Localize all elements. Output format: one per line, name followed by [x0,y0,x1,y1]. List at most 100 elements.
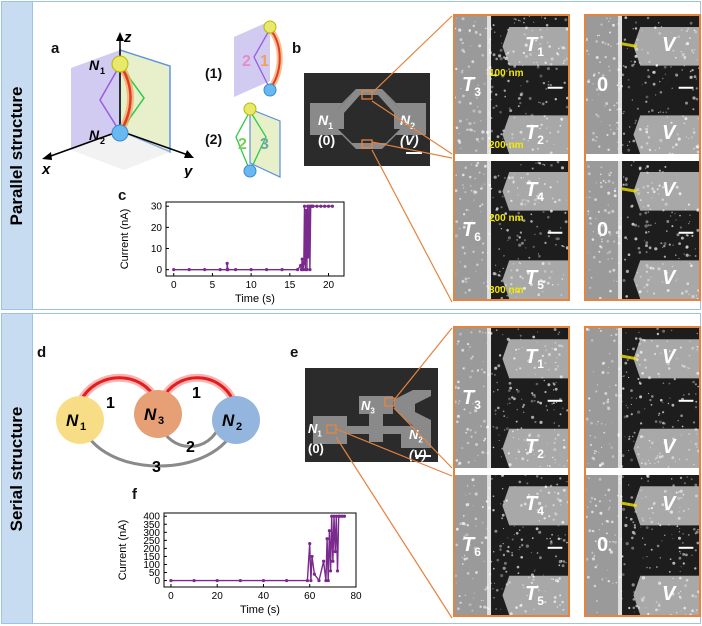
upper-v-label: V [662,33,676,56]
arc-1-left-label: 1 [106,395,115,412]
panel-e-n2-val: (V) [409,446,427,462]
z-axis-arrow [116,32,124,41]
data-point [333,550,337,554]
upper-v-label: V [662,346,676,369]
panel-label-e: e [290,344,299,361]
data-point [225,261,229,265]
x-axis [47,130,121,158]
data-point [315,204,319,208]
sem-image [454,473,569,616]
plot-frame [165,201,345,277]
sem-image [585,327,701,469]
data-point [309,578,313,583]
x-tick-label: 20 [212,591,224,602]
upper-v-label: V [662,493,676,516]
upper-terminal-label: T4 [525,493,544,519]
lower-terminal-label: T5 [525,267,544,293]
y-tick-label: 10 [151,244,163,255]
data-point [332,514,336,518]
x-axis-arrow [42,152,52,160]
panel-label-c: c [118,187,127,204]
base-plane [71,131,170,170]
node-n3 [134,390,182,438]
node-n2 [111,124,129,142]
parallel-section-band: Parallel structure [2,2,33,309]
serial-section: Serial structure d N 1 N 3 N 2 1 1 2 3 e [1,313,701,624]
sem-image [585,474,700,616]
data-point [325,537,329,541]
arc-1-right-label: 1 [192,385,201,402]
sem-image [454,160,570,300]
data-point [308,541,312,546]
lower-terminal-label: T2 [525,435,544,461]
data-point [226,268,230,272]
zero-label: 0 [597,218,609,241]
node-n1-sub: 1 [80,421,86,433]
data-point [326,204,331,208]
panel-e-n1: N [308,421,318,436]
panel-b-n2: N [400,112,411,128]
data-point [300,257,304,261]
data-point [334,514,338,518]
y-tick-label: 30 [151,202,163,213]
lower-v-label: V [662,267,676,290]
node-n1 [111,55,129,73]
panel-b-n2-sub: 2 [410,120,416,131]
lower-terminal-label: T2 [525,122,544,148]
upper-terminal-label: T1 [525,33,544,59]
series-line [173,205,333,271]
data-point [311,204,315,208]
data-point [331,559,335,563]
data-point [218,268,222,272]
x-axis-label: Time (s) [240,604,280,616]
data-point [338,514,342,518]
panel-b-n2-val: (V) [400,131,419,148]
panel-b-sem: N1 (0) N2 (V) [304,73,430,166]
data-point [317,578,321,583]
x-tick-label: 15 [284,280,296,291]
data-point [330,514,334,518]
sem-image [454,16,569,155]
y-tick-label: 400 [143,512,160,523]
sem-image [584,16,700,156]
x-tick-label: 60 [304,591,316,602]
x-tick-label: 0 [168,591,174,602]
axis-z-label: z [123,30,132,46]
node-n2-sub: 2 [236,421,242,433]
panel-a-graph-3d: z x y N 1 N 2 [41,30,194,178]
node-n2-label: N [89,127,100,143]
x-tick-label: 5 [210,280,216,291]
serial-section-band: Serial structure [2,314,33,623]
panel-e-n2: N [409,427,419,442]
data-point [301,268,305,272]
node-n1-sub: 1 [100,66,105,76]
plot-frame [163,512,357,588]
x-tick-label: 20 [323,280,335,291]
data-point [328,569,333,573]
upper-terminal-label: T1 [525,346,544,372]
upper-v-label: V [662,178,676,201]
data-point [310,554,314,559]
y-tick-label: 200 [143,544,160,555]
left-terminal-label: T3 [462,386,481,412]
sub1-path-label-1: 1 [260,53,269,70]
panel-e-zoom-lines [335,327,453,619]
filament [620,501,638,508]
panel-label-d: d [37,344,47,361]
lower-v-label: V [662,435,676,458]
data-point [238,578,242,583]
upper-terminal-label: T4 [525,178,544,204]
gap-lower-label: 200 nm [489,140,524,152]
series-line [170,515,345,583]
data-point [280,268,284,272]
y-axis-arrow [184,150,194,158]
data-point [327,529,331,533]
data-point [308,268,312,272]
data-point [234,268,238,272]
node-n2-label: N [222,411,235,430]
data-point [215,578,219,583]
